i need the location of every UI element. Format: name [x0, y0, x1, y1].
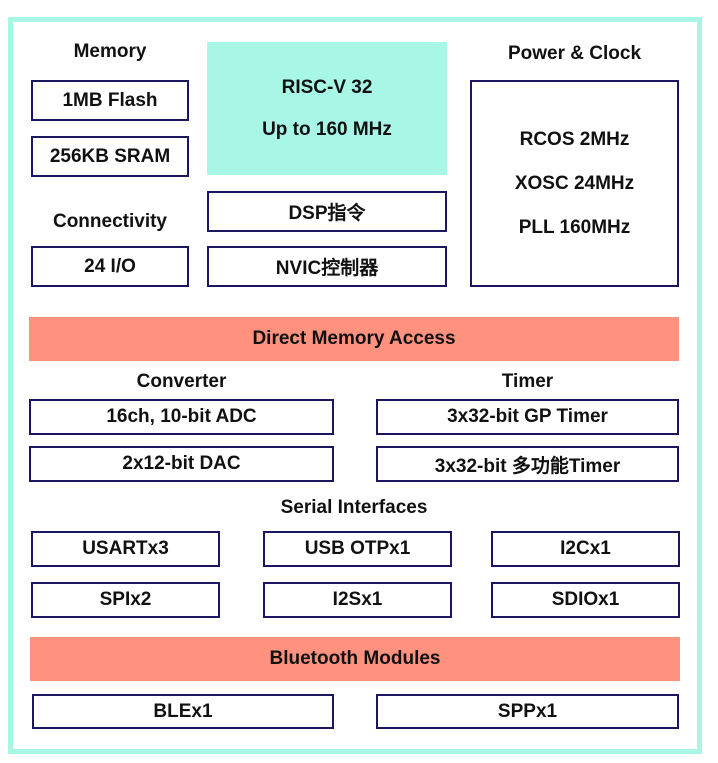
power-clock-box: RCOS 2MHz XOSC 24MHz PLL 160MHz: [470, 80, 679, 287]
nvic-box: NVIC控制器: [207, 246, 447, 287]
serial-title: Serial Interfaces: [280, 497, 428, 518]
timer-title: Timer: [501, 371, 554, 392]
dac-box: 2x12-bit DAC: [29, 446, 334, 482]
cpu-core-block: RISC-V 32 Up to 160 MHz: [207, 42, 447, 175]
usb-otp-box: USB OTPx1: [263, 531, 452, 567]
connectivity-title: Connectivity: [52, 211, 168, 232]
converter-title: Converter: [136, 371, 227, 392]
power-clock-title: Power & Clock: [507, 43, 642, 64]
dma-band: Direct Memory Access: [29, 317, 679, 361]
multi-timer-box: 3x32-bit 多功能Timer: [376, 446, 679, 482]
memory-sram-box: 256KB SRAM: [31, 136, 189, 177]
cpu-frequency-label: Up to 160 MHz: [262, 118, 392, 140]
memory-flash-box: 1MB Flash: [31, 80, 189, 121]
dsp-box: DSP指令: [207, 191, 447, 232]
memory-title: Memory: [73, 41, 147, 62]
pll-label: PLL 160MHz: [518, 216, 631, 238]
spp-box: SPPx1: [376, 694, 679, 729]
block-diagram-frame: [8, 17, 702, 754]
spi-box: SPIx2: [31, 582, 220, 618]
connectivity-io-box: 24 I/O: [31, 246, 189, 287]
sdio-box: SDIOx1: [491, 582, 680, 618]
cpu-core-label: RISC-V 32: [281, 76, 373, 98]
i2s-box: I2Sx1: [263, 582, 452, 618]
bluetooth-band: Bluetooth Modules: [30, 637, 680, 681]
xosc-label: XOSC 24MHz: [514, 172, 635, 194]
ble-box: BLEx1: [32, 694, 334, 729]
adc-box: 16ch, 10-bit ADC: [29, 399, 334, 435]
i2c-box: I2Cx1: [491, 531, 680, 567]
rcos-label: RCOS 2MHz: [519, 128, 630, 150]
usart-box: USARTx3: [31, 531, 220, 567]
gp-timer-box: 3x32-bit GP Timer: [376, 399, 679, 435]
